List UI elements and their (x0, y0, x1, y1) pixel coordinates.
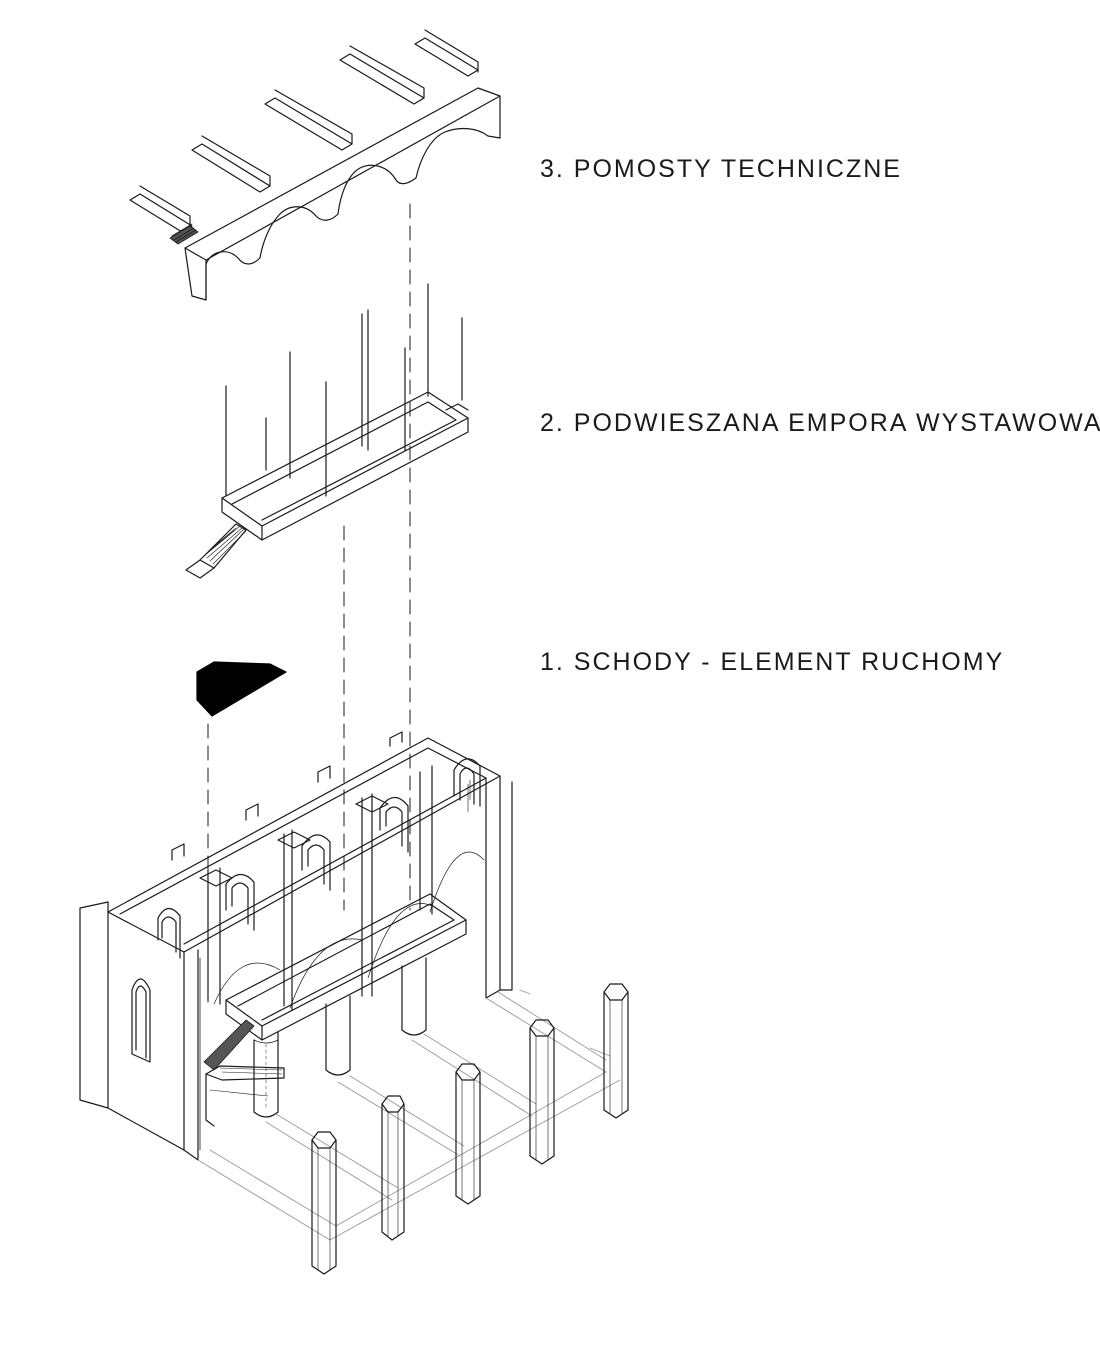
gallery-stair (186, 524, 246, 578)
gable-window (132, 979, 150, 1062)
gable-wall (108, 912, 184, 1150)
label-mobile-stair: 1. SCHODY - ELEMENT RUCHOMY (540, 648, 1005, 676)
mobile-stair-block (197, 662, 286, 716)
suspension-rods (226, 284, 462, 496)
wall-buttresses (172, 732, 402, 860)
walkway-stair (170, 224, 198, 244)
projection-lines (208, 204, 410, 1010)
column-5 (604, 992, 628, 1118)
church-building (80, 732, 512, 1160)
suspended-gallery-layer (186, 284, 468, 578)
floor-grid (198, 990, 620, 1240)
interior-columns (254, 958, 426, 1117)
technical-walkways-layer (130, 30, 500, 300)
exterior-columns (312, 984, 628, 1274)
column-1 (312, 1140, 336, 1274)
label-suspended-gallery: 2. PODWIESZANA EMPORA WYSTAWOWA (540, 409, 1100, 437)
installed-gallery (226, 894, 466, 1026)
gallery-platform (222, 392, 468, 526)
interior-supports (200, 766, 432, 1010)
walkway-rails (130, 30, 478, 232)
mobile-stair-layer (197, 662, 286, 716)
arched-beam (185, 88, 500, 300)
label-technical-walkways: 3. POMOSTY TECHNICZNE (540, 155, 902, 183)
vault-arcs (214, 852, 484, 1008)
column-2 (382, 1104, 404, 1240)
church-stairs (204, 1020, 284, 1126)
column-3 (456, 1072, 480, 1204)
column-4 (530, 1028, 554, 1164)
